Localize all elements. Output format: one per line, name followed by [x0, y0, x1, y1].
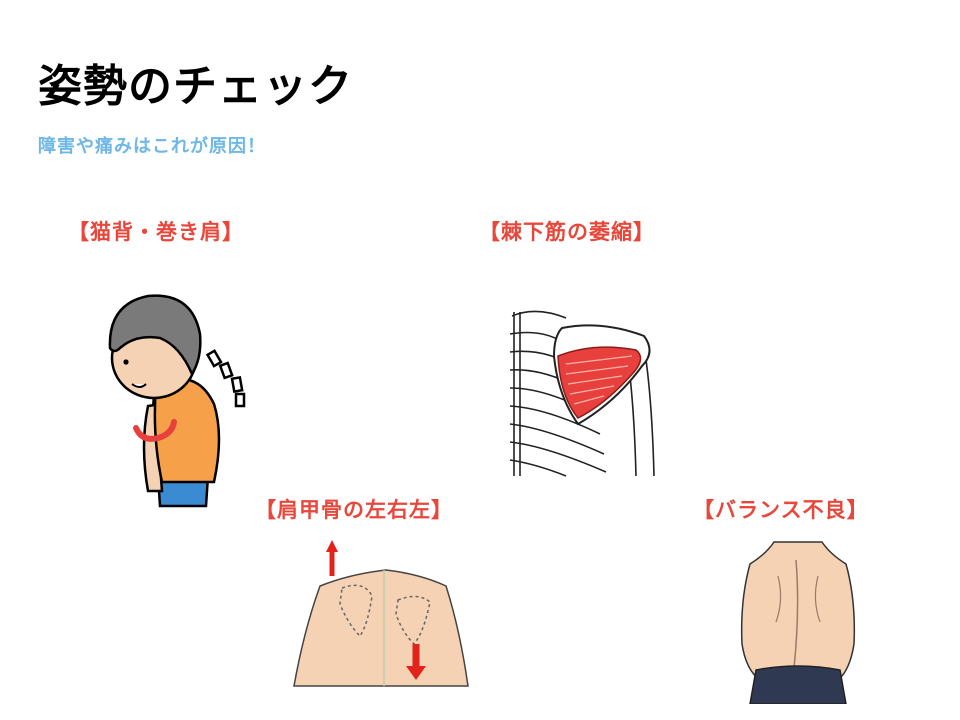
hunched-boy-illustration: [108, 294, 246, 508]
section-label-scapula: 【肩甲骨の左右左】: [255, 498, 453, 522]
scapula-back-illustration: [293, 540, 469, 687]
section-label-hunchback: 【猫背・巻き肩】: [68, 220, 244, 244]
page-title: 姿勢のチェック: [38, 61, 353, 112]
section-label-balance: 【バランス不良】: [693, 498, 869, 522]
section-label-infraspinatus: 【棘下筋の萎縮】: [479, 220, 655, 244]
back-posture-illustration: [740, 541, 856, 704]
page-subtitle: 障害や痛みはこれが原因！: [38, 136, 266, 157]
shoulder-muscle-illustration: [509, 310, 655, 477]
